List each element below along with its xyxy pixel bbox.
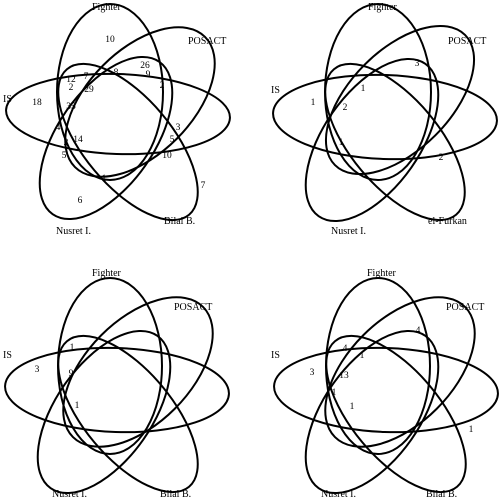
set-label-fighter: Fighter xyxy=(367,268,397,279)
set-label-fighter: Fighter xyxy=(92,2,122,13)
set-ellipse-nusret xyxy=(304,57,440,223)
set-label-nusret: Nusret I. xyxy=(331,226,366,237)
region-count: 14 xyxy=(73,135,83,145)
set-ellipse-bilal xyxy=(57,334,199,494)
set-label-posact: POSACT xyxy=(446,302,484,313)
region-count: 4 xyxy=(416,326,421,336)
venn-diagram-bottom-right: Fighter POSACT IS Nusret I. Bilal B. 4 4… xyxy=(271,268,499,500)
set-label-bilal: Bilal B. xyxy=(426,489,457,500)
set-label-nusret: Nusret I. xyxy=(321,489,356,500)
venn-diagram-top-right: Fighter POSACT IS Nusret I. el-Furkan 3 … xyxy=(271,2,498,237)
region-count: 2 xyxy=(343,103,348,113)
region-count: 3 xyxy=(176,123,181,133)
set-label-is: IS xyxy=(3,350,12,361)
set-ellipse-is xyxy=(4,346,230,434)
set-label-posact: POSACT xyxy=(174,302,212,313)
region-count: 3 xyxy=(310,368,315,378)
set-ellipse-el-furkan xyxy=(324,62,466,222)
region-count: 1 xyxy=(350,402,355,412)
set-ellipse-is xyxy=(5,72,231,156)
set-ellipse-nusret xyxy=(304,329,440,495)
venn-diagram-top-left: Fighter POSACT IS Nusret I. Bilal B. 10 … xyxy=(3,2,231,237)
set-label-nusret: Nusret I. xyxy=(52,489,87,500)
set-ellipse-is xyxy=(272,73,498,161)
set-ellipse-posact xyxy=(324,24,476,176)
set-ellipse-bilal xyxy=(325,334,467,494)
region-count: 1 xyxy=(339,138,344,148)
set-ellipse-posact xyxy=(62,296,214,448)
region-count: 4 xyxy=(56,123,61,133)
set-label-el-furkan: el-Furkan xyxy=(428,216,467,227)
set-label-nusret: Nusret I. xyxy=(56,226,91,237)
set-ellipse-nusret xyxy=(38,55,174,221)
set-ellipse-bilal xyxy=(57,62,199,222)
region-count: 1 xyxy=(311,98,316,108)
region-count: 2 xyxy=(64,138,69,148)
region-count: 7 xyxy=(201,181,206,191)
region-count: 35 xyxy=(66,102,76,112)
set-ellipse-posact xyxy=(64,26,216,178)
region-count: 1 xyxy=(332,388,337,398)
region-count: 2 xyxy=(160,81,165,91)
region-count: 9 xyxy=(69,369,74,379)
region-count: 26 xyxy=(140,61,150,71)
region-count: 4 xyxy=(343,344,348,354)
set-label-posact: POSACT xyxy=(448,36,486,47)
set-ellipse-fighter xyxy=(56,3,164,181)
set-ellipse-is xyxy=(273,346,499,434)
set-label-bilal: Bilal B. xyxy=(164,216,195,227)
region-count: 5 xyxy=(170,135,175,145)
region-count: 12 xyxy=(66,75,76,85)
region-count: 7 xyxy=(84,72,89,82)
set-label-fighter: Fighter xyxy=(92,268,122,279)
region-count: 1 xyxy=(469,425,474,435)
region-count: 10 xyxy=(105,35,115,45)
venn-diagram-bottom-left: Fighter POSACT IS Nusret I. Bilal B. 1 3… xyxy=(3,268,230,500)
region-count: 5 xyxy=(62,151,67,161)
region-count: 18 xyxy=(32,98,42,108)
set-label-bilal: Bilal B. xyxy=(160,489,191,500)
region-count: 2 xyxy=(69,83,74,93)
region-count: 2 xyxy=(439,153,444,163)
region-count: 1 xyxy=(361,84,366,94)
set-label-posact: POSACT xyxy=(188,36,226,47)
set-label-is: IS xyxy=(271,85,280,96)
region-count: 29 xyxy=(84,85,94,95)
region-count: 1 xyxy=(70,343,75,353)
region-count: 1 xyxy=(75,401,80,411)
region-count: 9 xyxy=(146,70,151,80)
set-ellipse-posact xyxy=(324,296,476,448)
region-count: 6 xyxy=(78,196,83,206)
region-count: 1 xyxy=(360,351,365,361)
set-label-is: IS xyxy=(271,350,280,361)
region-count: 3 xyxy=(415,59,420,69)
set-ellipse-nusret xyxy=(36,329,172,495)
region-count: 3 xyxy=(35,365,40,375)
region-count: 13 xyxy=(339,371,349,381)
region-count: 8 xyxy=(114,68,119,78)
region-count: 10 xyxy=(162,151,172,161)
set-label-fighter: Fighter xyxy=(368,2,398,13)
region-count: 1 xyxy=(102,174,107,184)
set-label-is: IS xyxy=(3,94,12,105)
